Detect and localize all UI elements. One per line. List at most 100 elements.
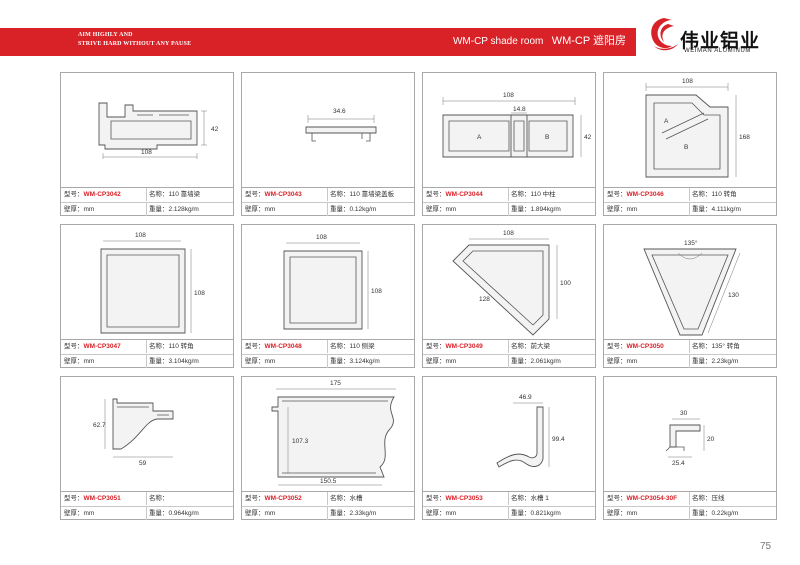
slogan-line-1: AIM HIGHLY AND bbox=[78, 32, 133, 38]
dimension-label: 99.4 bbox=[552, 436, 565, 443]
product-code: WM-CP3054-30F bbox=[626, 495, 678, 502]
weight-label: 重量： bbox=[149, 358, 169, 365]
dimension-label: 168 bbox=[739, 134, 750, 141]
header-bar bbox=[0, 28, 636, 56]
product-weight: 0.821kg/m bbox=[530, 510, 561, 517]
dimension-label: 135° bbox=[684, 239, 698, 247]
thickness-label: 壁厚：mm bbox=[426, 510, 457, 517]
profile-drawing: 135° 130 bbox=[604, 225, 776, 339]
name-label: 名称： bbox=[330, 343, 350, 350]
dimension-label: 108 bbox=[503, 230, 514, 237]
weight-label: 重量： bbox=[511, 358, 531, 365]
profile-drawing: 108 108 bbox=[61, 225, 233, 339]
thickness-label: 壁厚：mm bbox=[64, 358, 95, 365]
brand-name-cn: 伟业铝业 bbox=[680, 30, 761, 52]
dimension-label: 25.4 bbox=[672, 460, 685, 467]
weight-label: 重量： bbox=[511, 206, 531, 213]
thickness-label: 壁厚：mm bbox=[64, 206, 95, 213]
dimension-label: 130 bbox=[728, 292, 739, 299]
profile-drawing: 108 108 bbox=[242, 225, 414, 339]
product-code: WM-CP3052 bbox=[264, 495, 302, 502]
model-label: 型号： bbox=[245, 343, 265, 350]
product-code: WM-CP3043 bbox=[264, 191, 302, 198]
weight-label: 重量： bbox=[330, 510, 350, 517]
name-label: 名称： bbox=[511, 495, 531, 502]
page-number: 75 bbox=[760, 541, 772, 552]
model-label: 型号： bbox=[607, 343, 627, 350]
model-label: 型号： bbox=[426, 343, 446, 350]
brand-name-en: WEIMAN ALUMINUM bbox=[684, 48, 752, 54]
series-title-en: WM-CP shade room bbox=[452, 36, 544, 47]
weight-label: 重量： bbox=[692, 206, 712, 213]
dimension-label: 108 bbox=[503, 92, 514, 99]
product-name: 110 靠墙梁 bbox=[168, 191, 201, 198]
weight-label: 重量： bbox=[511, 510, 531, 517]
name-label: 名称： bbox=[692, 191, 712, 198]
profile-drawing: 175 107.3 150.5 bbox=[242, 377, 414, 491]
name-label: 名称： bbox=[149, 343, 169, 350]
dimension-label: 107.3 bbox=[292, 438, 309, 445]
name-label: 名称： bbox=[511, 343, 531, 350]
thickness-label: 壁厚：mm bbox=[426, 206, 457, 213]
product-code: WM-CP3042 bbox=[83, 191, 121, 198]
weight-label: 重量： bbox=[149, 510, 169, 517]
profile-drawing: 62.7 59 bbox=[61, 377, 233, 491]
product-weight: 2.128kg/m bbox=[168, 206, 199, 213]
slogan: AIM HIGHLY AND STRIVE HARD WITHOUT ANY P… bbox=[78, 31, 191, 49]
brand-logo: 伟业铝业 WEIMAN ALUMINUM bbox=[646, 14, 786, 60]
dimension-label: 34.6 bbox=[333, 108, 346, 115]
product-weight: 2.33kg/m bbox=[349, 510, 377, 517]
thickness-label: 壁厚：mm bbox=[426, 358, 457, 365]
product-code: WM-CP3051 bbox=[83, 495, 121, 502]
product-weight: 2.23kg/m bbox=[711, 358, 739, 365]
product-name: 135° 转角 bbox=[711, 343, 740, 350]
product-name: 前大梁 bbox=[530, 343, 551, 350]
slogan-line-2: STRIVE HARD WITHOUT ANY PAUSE bbox=[78, 41, 192, 47]
dimension-label: 175 bbox=[330, 380, 341, 387]
model-label: 型号： bbox=[607, 495, 627, 502]
profile-drawing: 34.6 bbox=[242, 73, 414, 187]
product-code: WM-CP3046 bbox=[626, 191, 664, 198]
dimension-label: 108 bbox=[371, 288, 382, 295]
product-code: WM-CP3044 bbox=[445, 191, 483, 198]
thickness-label: 壁厚：mm bbox=[245, 358, 276, 365]
model-label: 型号： bbox=[245, 191, 265, 198]
model-label: 型号： bbox=[426, 191, 446, 198]
section-label-a: A bbox=[664, 118, 669, 125]
product-weight: 0.22kg/m bbox=[711, 510, 739, 517]
name-label: 名称： bbox=[149, 191, 169, 198]
dimension-label: 108 bbox=[141, 149, 152, 156]
model-label: 型号： bbox=[64, 343, 84, 350]
name-label: 名称： bbox=[330, 191, 350, 198]
product-code: WM-CP3048 bbox=[264, 343, 302, 350]
product-weight: 0.12kg/m bbox=[349, 206, 377, 213]
series-code: WM-CP bbox=[551, 35, 591, 47]
product-code: WM-CP3049 bbox=[445, 343, 483, 350]
model-label: 型号： bbox=[64, 191, 84, 198]
product-name: 110 侧梁 bbox=[349, 343, 375, 350]
profile-drawing: 108 14.8 A B 42 bbox=[423, 73, 595, 187]
profile-drawing: 46.9 99.4 bbox=[423, 377, 595, 491]
section-label-b: B bbox=[545, 134, 549, 141]
dimension-label: 62.7 bbox=[93, 422, 106, 429]
model-label: 型号： bbox=[607, 191, 627, 198]
